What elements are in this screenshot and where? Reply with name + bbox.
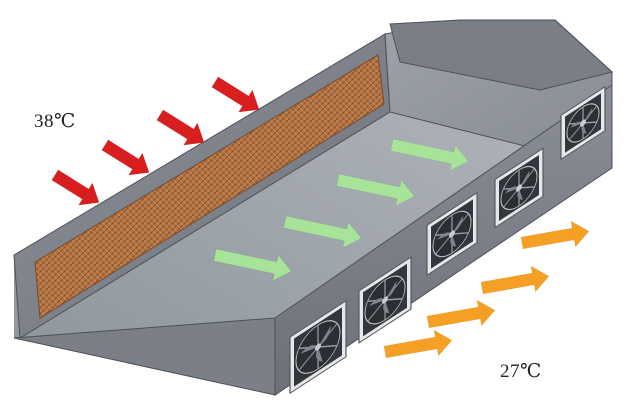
exhaust-air-arrow xyxy=(480,265,550,295)
cooling-pad xyxy=(34,54,385,319)
hot-air-arrow xyxy=(101,139,150,176)
cool-air-arrow xyxy=(336,173,415,207)
exhaust-temperature-label: 27℃ xyxy=(500,361,542,382)
outside-temperature-label: 38℃ xyxy=(34,111,76,132)
gable-top xyxy=(389,19,614,91)
cool-air-arrow xyxy=(213,248,292,282)
exhaust-air-arrow xyxy=(426,299,496,329)
exhaust-fan-icon xyxy=(289,299,347,395)
front-end-wall xyxy=(13,317,276,396)
exhaust-fan-icon xyxy=(560,85,606,161)
exhaust-air-arrow xyxy=(520,220,590,250)
hot-air-arrows xyxy=(51,76,260,206)
exhaust-fan-icon xyxy=(494,147,544,229)
hot-air-arrow xyxy=(156,109,205,146)
exhaust-fans xyxy=(289,85,606,395)
exhaust-air-arrow xyxy=(383,329,453,359)
exhaust-fan-icon xyxy=(426,191,478,277)
cool-air-arrows xyxy=(213,138,469,282)
hot-air-arrow xyxy=(51,169,100,206)
hot-air-arrow xyxy=(211,76,260,113)
exhaust-air-arrows xyxy=(383,220,590,359)
cool-air-arrow xyxy=(390,138,469,172)
cool-air-arrow xyxy=(283,215,362,249)
exhaust-fan-icon xyxy=(358,256,412,344)
